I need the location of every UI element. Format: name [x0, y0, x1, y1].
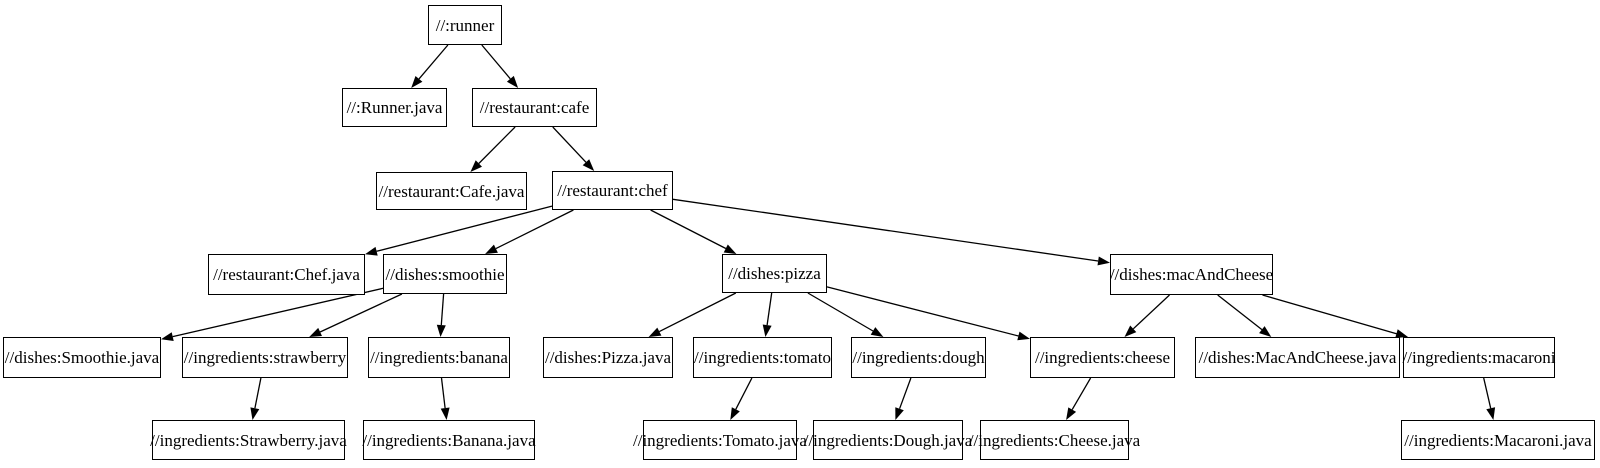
graph-edge-cafe-to-chef — [552, 126, 587, 163]
graph-edge-mac-and-cheese-to-cheese — [1132, 294, 1170, 330]
graph-edge-dough-to-dough-java — [898, 377, 912, 409]
graph-edge-arrowhead-smoothie-to-strawberry — [309, 327, 322, 337]
graph-edge-chef-to-chef-java — [376, 205, 553, 252]
graph-edge-cafe-to-cafe-java — [478, 126, 516, 164]
graph-edge-strawberry-to-strawberry-java — [254, 377, 262, 409]
graph-edge-arrowhead-mac-and-cheese-to-cheese — [1124, 325, 1137, 337]
graph-edge-smoothie-to-smoothie-java — [172, 287, 384, 338]
graph-node-mac-and-cheese: //dishes:macAndCheese — [1110, 254, 1273, 295]
graph-edge-chef-to-smoothie — [495, 209, 574, 250]
graph-node-banana: //ingredients:banana — [368, 337, 510, 378]
graph-node-cheese: //ingredients:cheese — [1030, 337, 1175, 378]
graph-edge-runner-to-runner-java — [418, 44, 449, 80]
graph-node-pizza-java: //dishes:Pizza.java — [543, 337, 673, 378]
graph-edge-arrowhead-cheese-to-cheese-java — [1066, 407, 1077, 420]
graph-node-dough: //ingredients:dough — [851, 337, 986, 378]
graph-edge-arrowhead-dough-to-dough-java — [895, 407, 904, 420]
graph-edge-mac-and-cheese-to-macaroni — [1262, 294, 1397, 335]
graph-edge-runner-to-cafe — [481, 44, 511, 80]
graph-node-runner-java: //:Runner.java — [342, 88, 447, 127]
graph-node-chef-java: //restaurant:Chef.java — [208, 254, 365, 295]
graph-edge-arrowhead-cafe-to-cafe-java — [470, 160, 482, 172]
graph-edge-arrowhead-banana-to-banana-java — [440, 407, 450, 420]
graph-edge-arrowhead-cafe-to-chef — [582, 159, 595, 171]
graph-node-cheese-java: //ingredients:Cheese.java — [969, 420, 1140, 460]
graph-edge-smoothie-to-strawberry — [319, 293, 403, 333]
graph-edge-arrowhead-macaroni-to-macaroni-java — [1486, 407, 1496, 420]
graph-edge-arrowhead-smoothie-to-smoothie-java — [161, 332, 174, 341]
graph-node-pizza: //dishes:pizza — [722, 254, 827, 293]
graph-node-smoothie: //dishes:smoothie — [383, 254, 507, 294]
graph-edge-chef-to-pizza — [650, 209, 727, 250]
graph-edge-arrowhead-chef-to-smoothie — [485, 244, 498, 254]
graph-edge-pizza-to-cheese — [826, 286, 1019, 337]
graph-node-mac-and-cheese-java: //dishes:MacAndCheese.java — [1195, 337, 1400, 378]
graph-edge-tomato-to-tomato-java — [735, 377, 753, 410]
graph-edge-arrowhead-mac-and-cheese-to-macaroni — [1395, 329, 1408, 338]
graph-edge-arrowhead-chef-to-pizza — [723, 244, 737, 254]
graph-edge-arrowhead-runner-to-cafe — [506, 75, 519, 88]
graph-edge-arrowhead-strawberry-to-strawberry-java — [250, 407, 260, 420]
graph-node-tomato-java: //ingredients:Tomato.java — [633, 420, 807, 460]
graph-node-strawberry: //ingredients:strawberry — [182, 337, 348, 378]
graph-edge-mac-and-cheese-to-mac-and-cheese-java — [1217, 294, 1263, 331]
graph-node-macaroni: //ingredients:macaroni — [1403, 337, 1555, 378]
graph-edge-arrowhead-pizza-to-dough — [870, 327, 884, 337]
graph-node-tomato: //ingredients:tomato — [693, 337, 832, 378]
graph-edge-macaroni-to-macaroni-java — [1483, 377, 1492, 409]
graph-edge-pizza-to-pizza-java — [659, 292, 737, 333]
graph-node-banana-java: //ingredients:Banana.java — [362, 420, 536, 460]
graph-edge-arrowhead-chef-to-chef-java — [365, 246, 378, 256]
graph-edge-arrowhead-runner-to-runner-java — [411, 76, 423, 88]
graph-edge-arrowhead-pizza-to-pizza-java — [648, 327, 662, 337]
graph-edge-cheese-to-cheese-java — [1071, 377, 1092, 410]
graph-edge-arrowhead-tomato-to-tomato-java — [730, 407, 740, 420]
graph-node-strawberry-java: //ingredients:Strawberry.java — [150, 420, 347, 460]
graph-edge-arrowhead-chef-to-mac-and-cheese — [1097, 256, 1110, 266]
graph-edge-banana-to-banana-java — [440, 377, 446, 409]
graph-node-cafe-java: //restaurant:Cafe.java — [376, 172, 527, 210]
graph-edge-arrowhead-pizza-to-cheese — [1017, 331, 1030, 341]
graph-node-chef: //restaurant:chef — [552, 171, 673, 210]
graph-edge-arrowhead-pizza-to-tomato — [762, 324, 772, 337]
graph-node-cafe: //restaurant:cafe — [472, 88, 597, 127]
graph-node-dough-java: //ingredients:Dough.java — [804, 420, 972, 460]
graph-edge-chef-to-mac-and-cheese — [672, 198, 1099, 262]
graph-edge-arrowhead-smoothie-to-banana — [436, 324, 446, 337]
graph-node-smoothie-java: //dishes:Smoothie.java — [3, 337, 161, 378]
graph-node-macaroni-java: //ingredients:Macaroni.java — [1401, 420, 1595, 460]
graph-edge-pizza-to-tomato — [766, 292, 773, 326]
graph-edge-arrowhead-mac-and-cheese-to-mac-and-cheese-java — [1259, 326, 1272, 337]
graph-node-runner: //:runner — [428, 5, 502, 45]
graph-edge-pizza-to-dough — [807, 292, 874, 332]
graph-edge-smoothie-to-banana — [440, 293, 445, 326]
